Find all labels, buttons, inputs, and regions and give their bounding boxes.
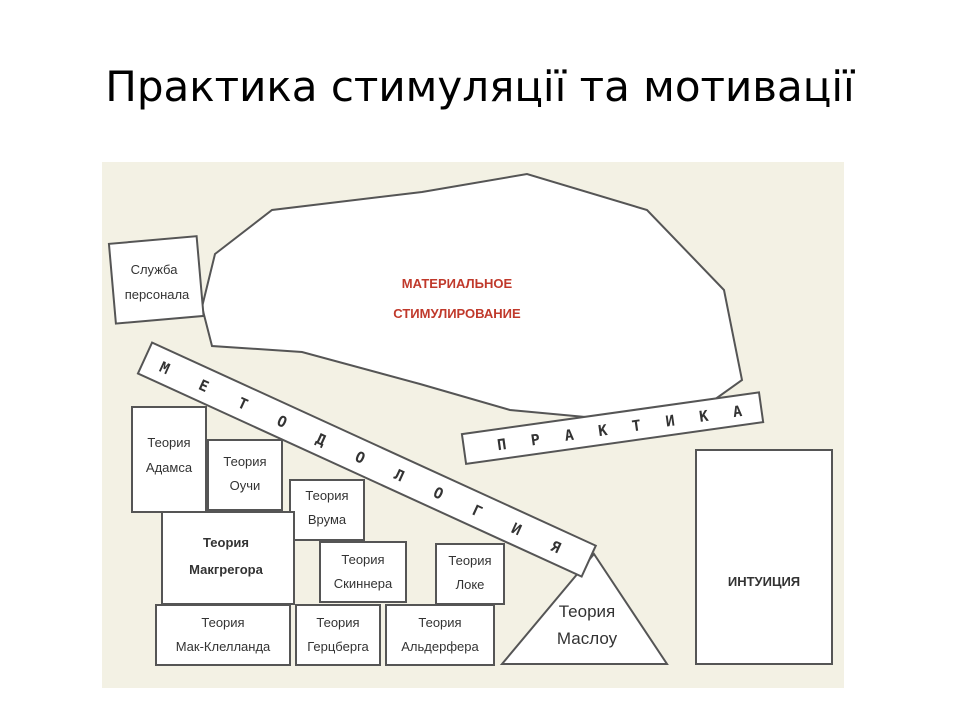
theory-mcclelland-line1: Теория <box>201 615 244 630</box>
material-stimulation-line1: МАТЕРИАЛЬНОЕ <box>402 276 513 291</box>
theory-locke-line2: Локе <box>456 577 485 592</box>
theory-skinner-line1: Теория <box>341 552 384 567</box>
theory-skinner-box <box>319 541 407 603</box>
theory-alderfer-line2: Альдерфера <box>401 639 479 654</box>
theory-ouchi-box <box>207 439 283 511</box>
theory-mcclelland-box <box>155 604 291 666</box>
material-stimulation-line2: СТИМУЛИРОВАНИЕ <box>393 306 521 321</box>
theory-herzberg-line2: Герцберга <box>307 639 369 654</box>
theory-mcgregor-line1: Теория <box>203 535 249 550</box>
slide-title: Практика стимуляції та мотивації <box>105 62 855 111</box>
theory-vroom-line2: Врума <box>308 512 347 527</box>
practice-letter-5: Т <box>631 416 642 435</box>
practice-letter-4: К <box>597 421 608 440</box>
motivation-diagram: МАТЕРИАЛЬНОЕ СТИМУЛИРОВАНИЕ Служба персо… <box>102 162 844 688</box>
intuition-label: ИНТУИЦИЯ <box>728 574 800 589</box>
theory-alderfer-box <box>385 604 495 666</box>
personnel-service-box <box>107 235 205 325</box>
theory-maslow-line2: Маслоу <box>557 629 618 648</box>
practice-letter-8: А <box>732 402 743 421</box>
practice-letters: П Р А К Т И К А <box>496 402 743 454</box>
personnel-service-line2: персонала <box>125 287 190 302</box>
theory-mcgregor-box <box>161 511 295 605</box>
personnel-service-line1: Служба <box>131 262 179 277</box>
theory-maslow-triangle <box>499 552 669 665</box>
theory-adams-line1: Теория <box>147 435 190 450</box>
practice-band <box>460 391 765 465</box>
practice-letter-1: П <box>496 435 507 454</box>
theory-ouchi-line2: Оучи <box>230 478 261 493</box>
practice-letter-3: А <box>563 426 574 445</box>
theory-locke-box <box>435 543 505 605</box>
theory-adams-line2: Адамса <box>146 460 193 475</box>
theory-herzberg-box <box>295 604 381 666</box>
diagram-canvas: МАТЕРИАЛЬНОЕ СТИМУЛИРОВАНИЕ Служба персо… <box>102 162 844 688</box>
theory-vroom-box <box>289 479 365 541</box>
practice-letter-7: К <box>698 407 709 426</box>
practice-letter-6: И <box>664 412 675 431</box>
theory-skinner-line2: Скиннера <box>334 576 393 591</box>
theory-mcgregor-line2: Макгрегора <box>189 562 263 577</box>
theory-alderfer-line1: Теория <box>418 615 461 630</box>
theory-locke-line1: Теория <box>448 553 491 568</box>
theory-ouchi-line1: Теория <box>223 454 266 469</box>
practice-letter-2: Р <box>530 430 541 449</box>
theory-adams-box <box>131 406 207 513</box>
theory-maslow-line1: Теория <box>559 602 616 621</box>
methodology-band <box>136 341 598 578</box>
intuition-box <box>695 449 833 665</box>
theory-mcclelland-line2: Мак-Клелланда <box>176 639 271 654</box>
theory-herzberg-line1: Теория <box>316 615 359 630</box>
theory-vroom-line1: Теория <box>305 488 348 503</box>
